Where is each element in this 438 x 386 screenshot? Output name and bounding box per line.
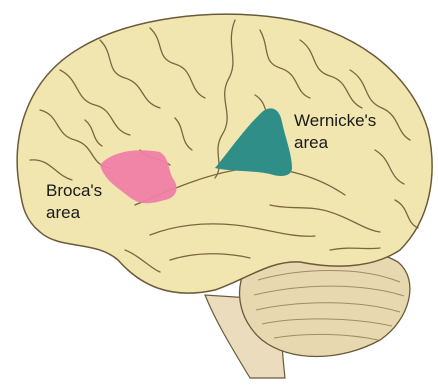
broca-label-line2: area <box>46 203 81 222</box>
broca-label-line1: Broca's <box>46 181 102 200</box>
wernicke-label-line1: Wernicke's <box>294 111 376 130</box>
cerebral-cortex <box>17 14 432 293</box>
wernicke-label-line2: area <box>294 133 329 152</box>
